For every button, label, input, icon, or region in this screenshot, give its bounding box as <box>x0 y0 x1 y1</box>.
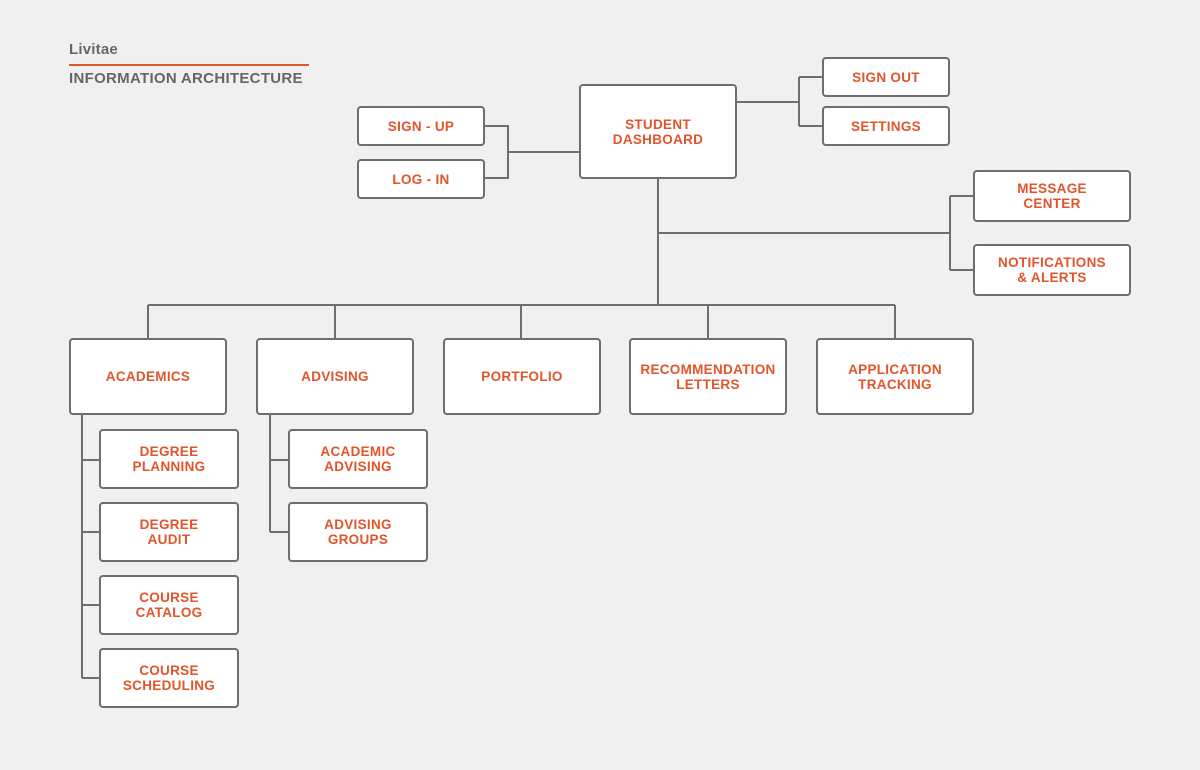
node-advising: ADVISING <box>256 338 414 415</box>
connector-messaging <box>658 195 974 271</box>
node-advising-groups: ADVISING GROUPS <box>288 502 428 562</box>
connector-academics <box>81 414 100 679</box>
node-degree-planning: DEGREE PLANNING <box>99 429 239 489</box>
node-notifications-alerts: NOTIFICATIONS & ALERTS <box>973 244 1131 296</box>
connector-account <box>736 76 823 127</box>
connector-advising <box>269 414 289 533</box>
brand-name: Livitae <box>69 41 118 58</box>
node-application-tracking: APPLICATION TRACKING <box>816 338 974 415</box>
node-sign-up: SIGN - UP <box>357 106 485 146</box>
node-portfolio: PORTFOLIO <box>443 338 601 415</box>
diagram-title: INFORMATION ARCHITECTURE <box>69 70 303 87</box>
node-student-dashboard: STUDENT DASHBOARD <box>579 84 737 179</box>
node-course-scheduling: COURSE SCHEDULING <box>99 648 239 708</box>
node-course-catalog: COURSE CATALOG <box>99 575 239 635</box>
node-sign-out: SIGN OUT <box>822 57 950 97</box>
node-academic-advising: ACADEMIC ADVISING <box>288 429 428 489</box>
node-settings: SETTINGS <box>822 106 950 146</box>
node-recommendation-letters: RECOMMENDATION LETTERS <box>629 338 787 415</box>
node-degree-audit: DEGREE AUDIT <box>99 502 239 562</box>
connector-auth <box>484 125 580 179</box>
node-academics: ACADEMICS <box>69 338 227 415</box>
node-log-in: LOG - IN <box>357 159 485 199</box>
node-message-center: MESSAGE CENTER <box>973 170 1131 222</box>
connector-sections <box>147 304 896 339</box>
brand-underline <box>69 64 309 66</box>
